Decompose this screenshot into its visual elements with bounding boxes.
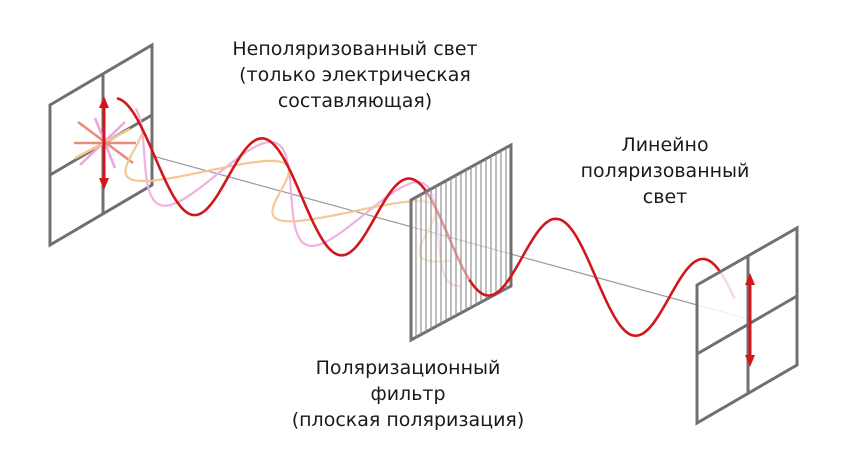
linear-polarized-label: Линейно поляризованный свет [545,132,785,210]
unpolarized-arrows [74,96,136,190]
vertical-wave-incoming [116,97,472,282]
target-screen [695,225,799,426]
vertical-wave-outgoing [468,217,736,338]
label-line: свет [642,186,688,208]
label-line: Поляризационный [315,357,501,379]
polarized-arrow [745,273,755,367]
label-line: (плоская поляризация) [291,409,525,431]
label-line: составляющая) [277,90,433,112]
label-line: Неполяризованный свет [232,38,478,60]
polarizing-filter [409,142,513,343]
label-line: фильтр [370,383,446,405]
label-line: Линейно [621,134,709,156]
unpolarized-light-label: Неполяризованный свет (только электричес… [190,36,520,114]
polarizing-filter-label: Поляризационный фильтр (плоская поляриза… [258,355,558,433]
label-line: (только электрическая [239,64,471,86]
polarized-wave [468,217,736,338]
label-line: поляризованный [580,160,750,182]
